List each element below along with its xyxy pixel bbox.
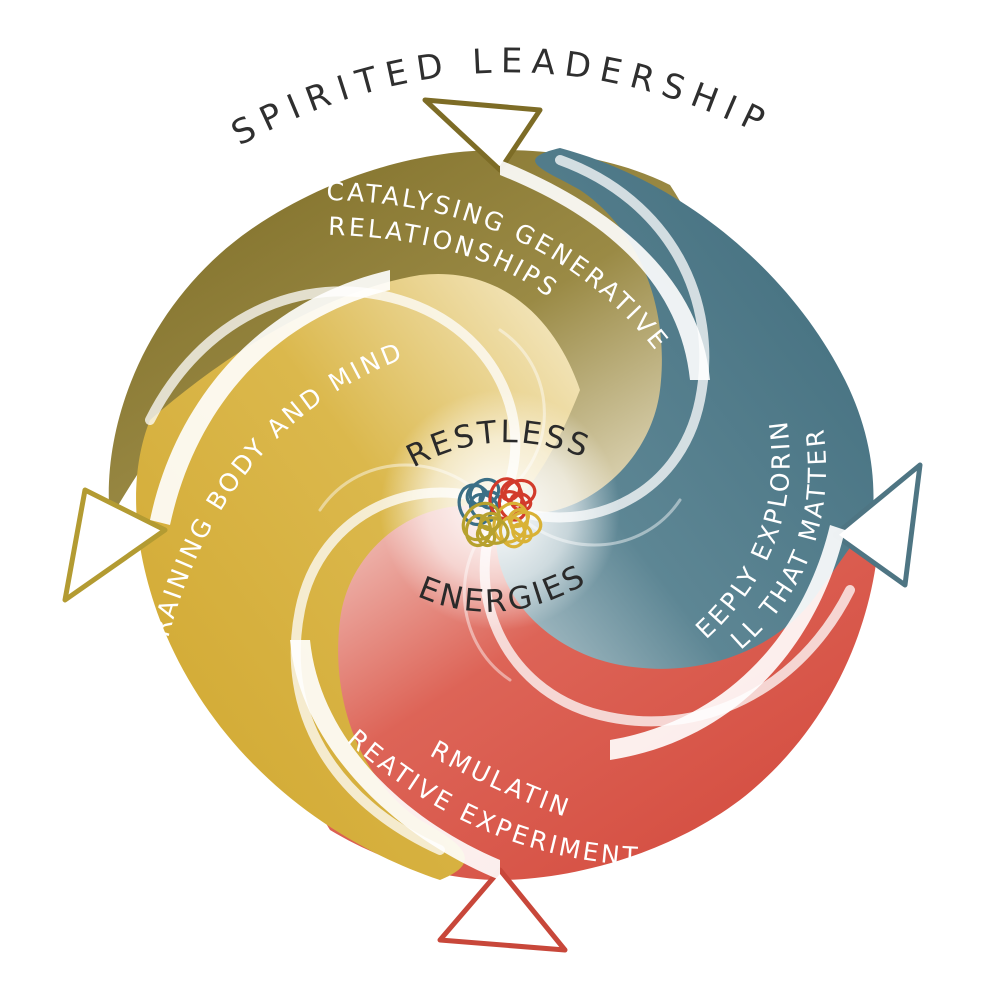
knot-loop (465, 483, 486, 507)
arrow-top (422, 97, 710, 380)
center-knot (457, 477, 543, 549)
knot-loop (509, 510, 543, 538)
knot-loop (500, 479, 522, 502)
knot-loop (464, 513, 493, 548)
arrow-bottom (290, 640, 568, 953)
knot-loop (503, 478, 537, 507)
arrow-left (62, 270, 390, 603)
knot-loop (461, 501, 501, 542)
arrow-right (610, 462, 923, 760)
knot-loop (477, 516, 510, 545)
